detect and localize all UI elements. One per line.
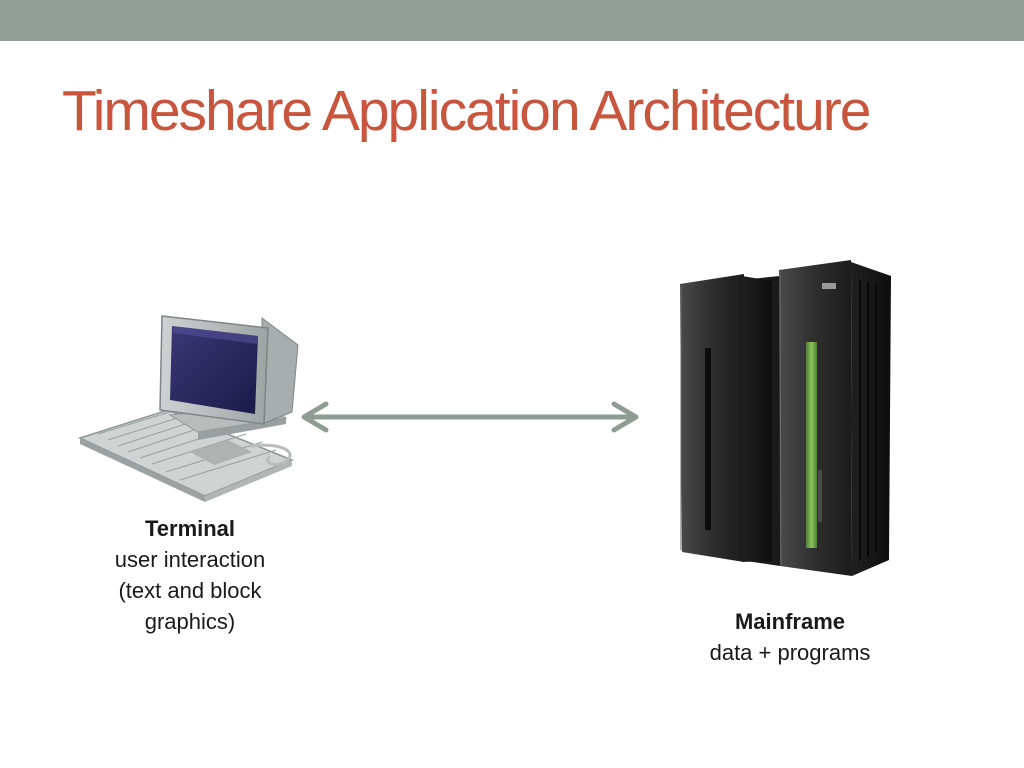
terminal-line-1: user interaction xyxy=(114,547,266,572)
top-bar xyxy=(0,0,1024,41)
connector-arrow xyxy=(301,401,639,433)
terminal-icon xyxy=(77,315,299,502)
slide-title: Timeshare Application Architecture xyxy=(62,79,871,143)
terminal-line-3: graphics) xyxy=(144,609,236,634)
mainframe-label: Mainframe xyxy=(734,609,846,634)
terminal-caption: Terminal user interaction (text and bloc… xyxy=(90,513,290,637)
mainframe-line-1: data + programs xyxy=(709,640,871,665)
terminal-line-2: (text and block xyxy=(118,578,262,603)
mainframe-caption: Mainframe data + programs xyxy=(670,606,910,668)
mainframe-icon xyxy=(680,260,891,576)
terminal-label: Terminal xyxy=(144,516,236,541)
